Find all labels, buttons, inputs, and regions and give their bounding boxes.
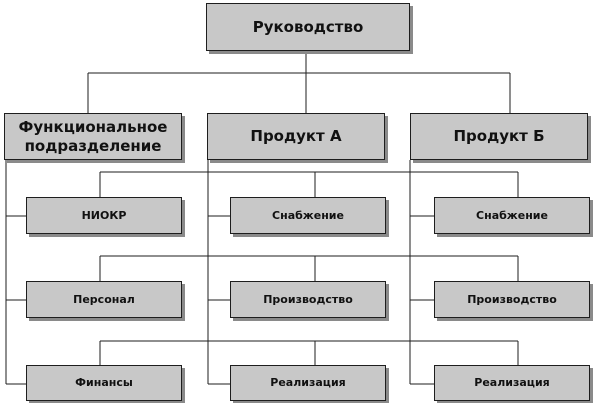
item-label: Производство — [263, 292, 353, 306]
item-label: НИОКР — [81, 208, 127, 222]
column-header-product-a: Продукт А — [207, 113, 385, 160]
item-label: Производство — [467, 292, 557, 306]
item-box: Снабжение — [230, 197, 386, 234]
item-box: Производство — [230, 281, 386, 318]
column-header-label: Функциональное подразделение — [18, 117, 168, 155]
column-header-functional: Функциональное подразделение — [4, 113, 182, 160]
item-label: Реализация — [474, 376, 550, 390]
column-header-label: Продукт А — [250, 127, 342, 146]
root-label: Руководство — [252, 17, 364, 36]
item-box: Снабжение — [434, 197, 590, 234]
column-header-product-b: Продукт Б — [410, 113, 588, 160]
item-label: Финансы — [75, 376, 133, 390]
column-header-label: Продукт Б — [453, 127, 545, 146]
item-label: Реализация — [270, 376, 346, 390]
item-label: Снабжение — [476, 208, 548, 222]
item-box: Финансы — [26, 365, 182, 401]
item-label: Снабжение — [272, 208, 344, 222]
item-box: Реализация — [230, 365, 386, 401]
item-box: Персонал — [26, 281, 182, 318]
item-box: Реализация — [434, 365, 590, 401]
item-label: Персонал — [73, 292, 135, 306]
item-box: Производство — [434, 281, 590, 318]
item-box: НИОКР — [26, 197, 182, 234]
root-box: Руководство — [206, 3, 410, 51]
